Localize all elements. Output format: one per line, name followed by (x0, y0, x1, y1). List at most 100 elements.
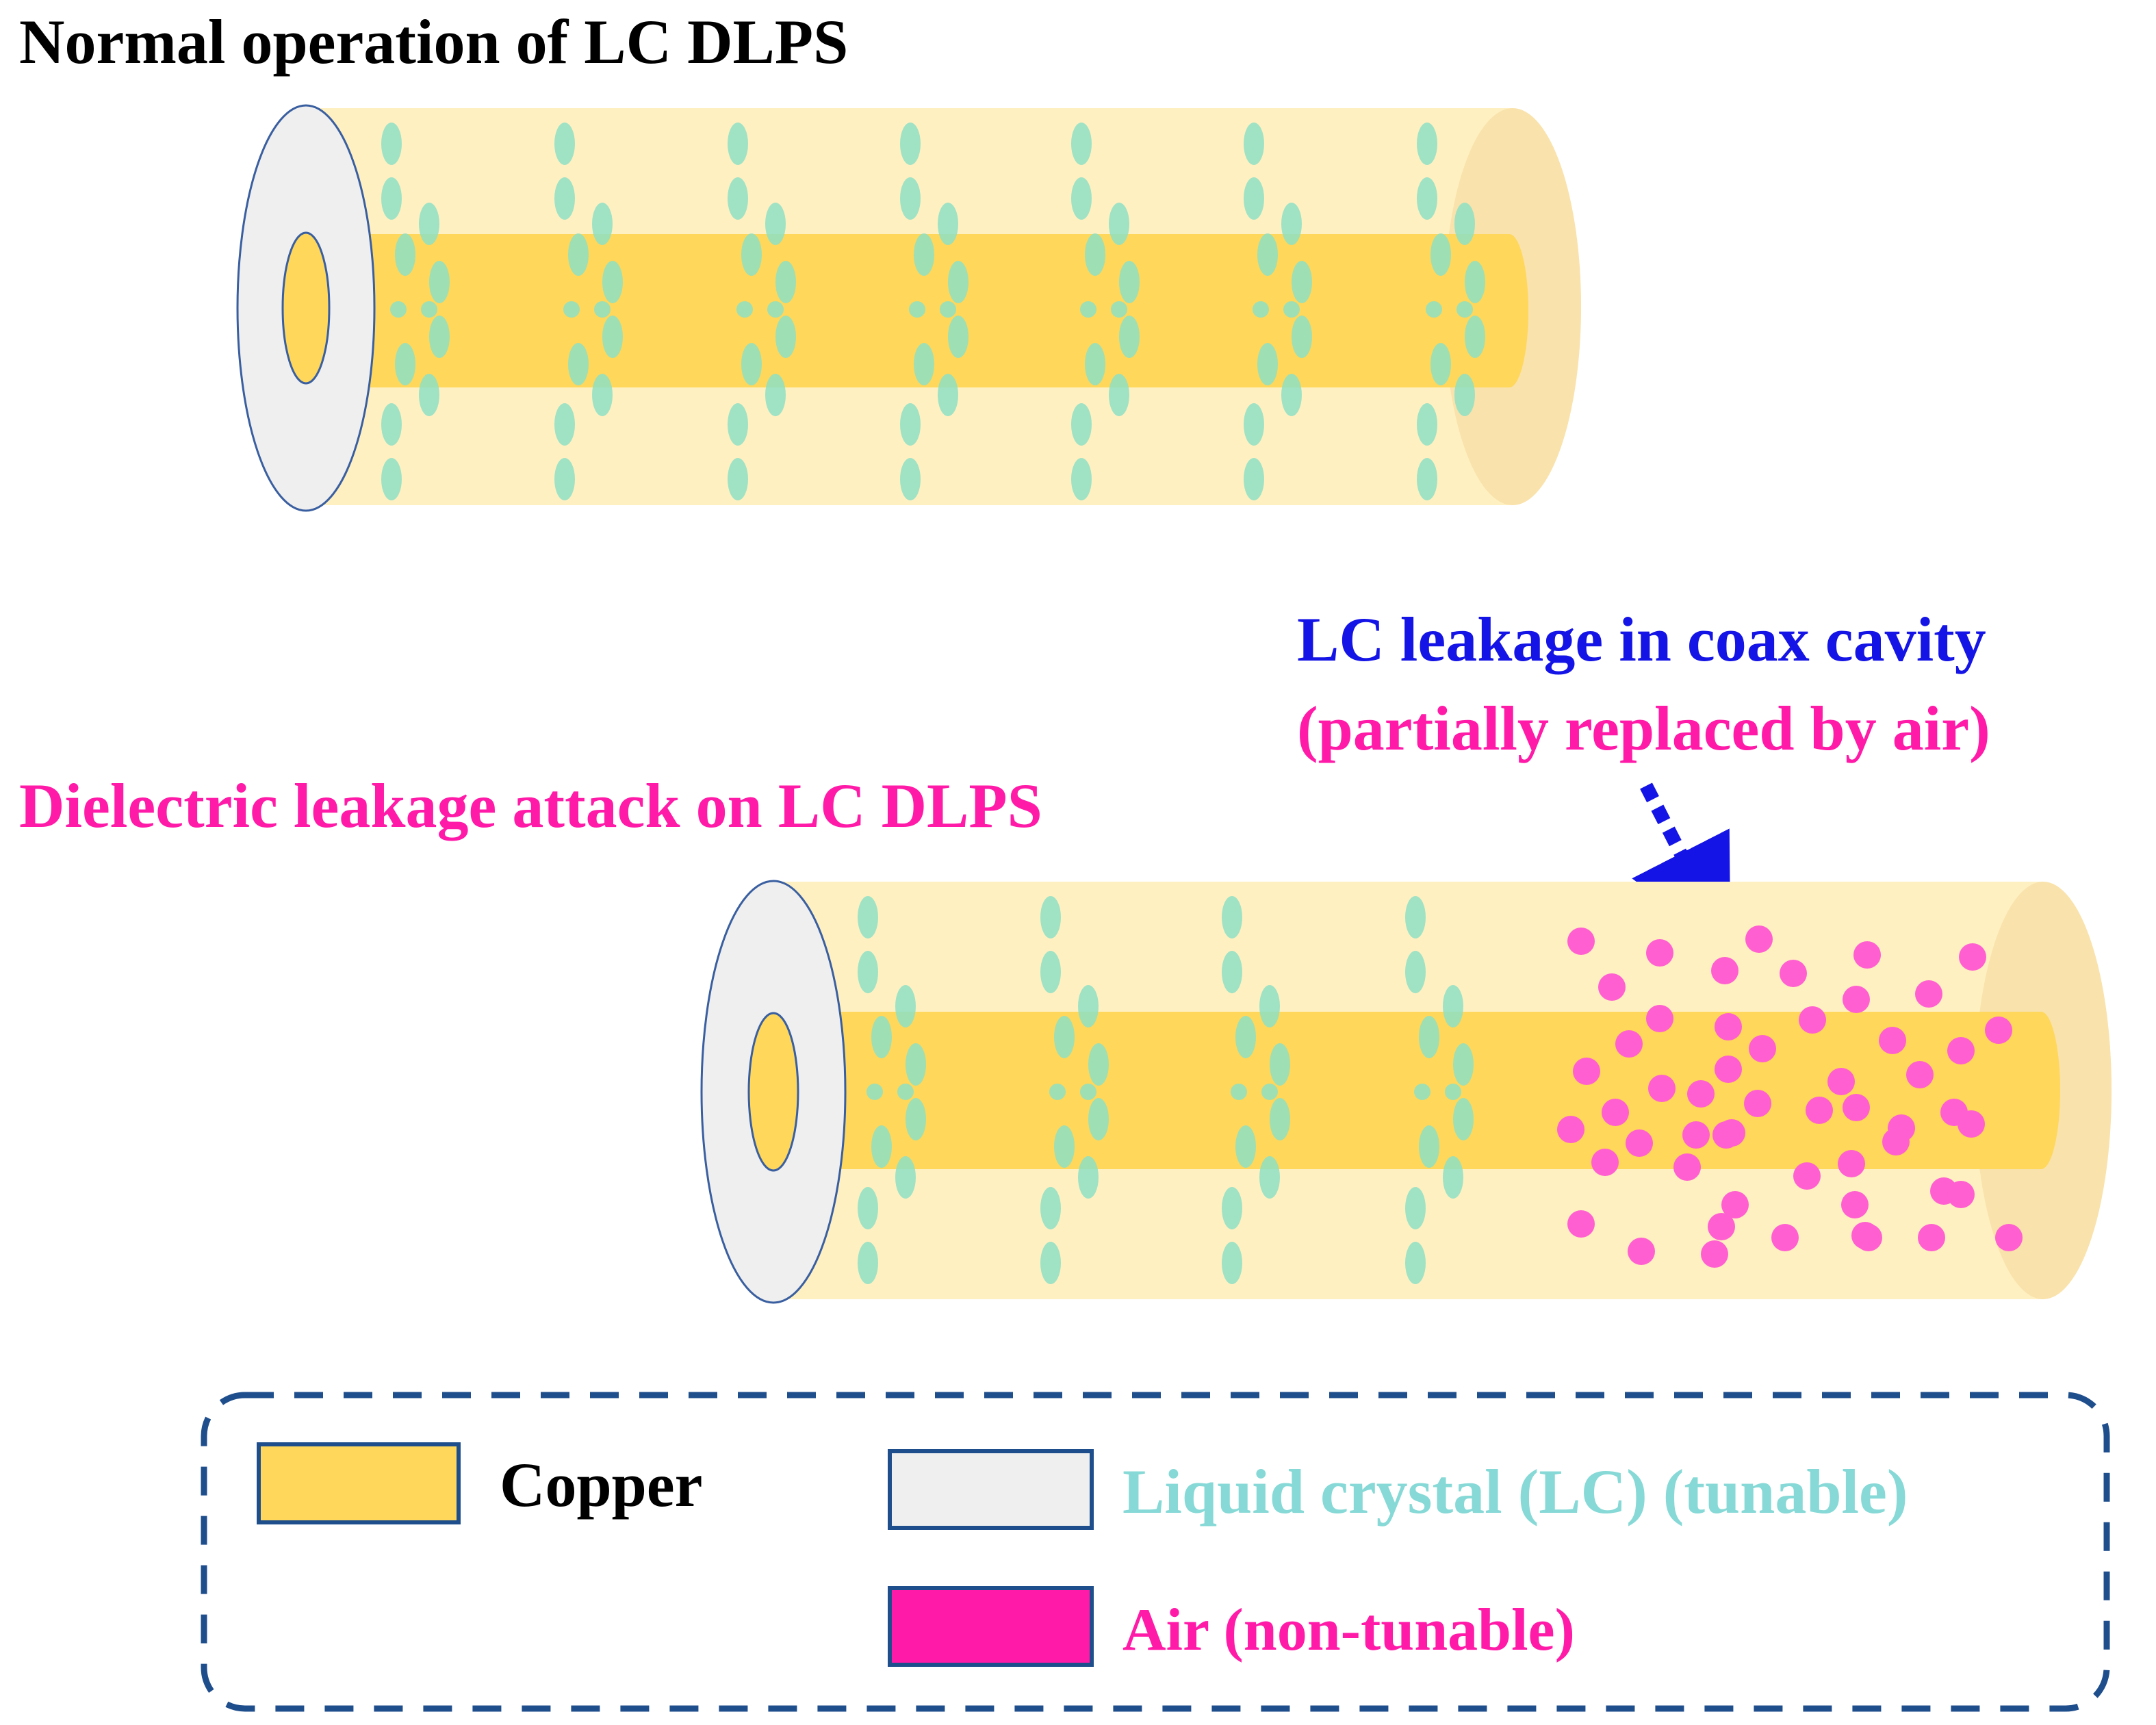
lc-molecule (1261, 1084, 1278, 1100)
air-bubble (1843, 986, 1870, 1013)
lc-molecule (594, 301, 611, 318)
lc-molecule (429, 261, 450, 303)
air-bubble (1985, 1017, 2012, 1044)
air-bubble (1626, 1129, 1653, 1157)
lc-molecule (1109, 203, 1129, 245)
lc-molecule (914, 233, 934, 276)
air-bubble (1915, 980, 1942, 1008)
lc-molecule (900, 177, 921, 220)
lc-molecule (1259, 1156, 1280, 1199)
lc-molecule (554, 123, 575, 165)
lc-molecule (728, 177, 748, 220)
lc-molecule (765, 374, 786, 416)
lc-molecule (938, 374, 958, 416)
lc-molecule (1088, 1043, 1109, 1086)
lc-molecule (1257, 343, 1278, 385)
lc-molecule (741, 233, 762, 276)
air-bubble (1744, 1090, 1771, 1117)
lc-molecule (871, 1016, 892, 1058)
lc-molecule (1109, 374, 1129, 416)
lc-molecule (728, 458, 748, 500)
air-bubble (1615, 1030, 1643, 1058)
lc-molecule (602, 316, 623, 358)
attacked-coax-cable (700, 880, 2112, 1304)
air-bubble (1827, 1068, 1855, 1095)
air-bubble (1959, 943, 1986, 971)
lc-molecule (419, 203, 439, 245)
lc-molecule (1454, 203, 1475, 245)
air-bubble (1602, 1099, 1629, 1126)
lc-molecule (1085, 233, 1105, 276)
lc-molecule (592, 203, 613, 245)
legend-copper-label: Copper (500, 1450, 702, 1520)
lc-molecule (1071, 458, 1092, 500)
lc-molecule (592, 374, 613, 416)
lc-molecule (1417, 403, 1437, 446)
air-bubble (1687, 1080, 1715, 1108)
lc-molecule (429, 316, 450, 358)
lc-molecule (1259, 985, 1280, 1027)
leakage-annotation-line2: (partially replaced by air) (1297, 693, 1990, 763)
lc-molecule (900, 403, 921, 446)
lc-molecule (1456, 301, 1473, 318)
lc-molecule (1253, 301, 1269, 318)
lc-molecule (914, 343, 934, 385)
air-bubble (1947, 1037, 1975, 1064)
air-bubble (1838, 1150, 1865, 1177)
legend-border (201, 1392, 2110, 1712)
attack-title: Dielectric leakage attack on LC DLPS (19, 771, 1042, 841)
legend: Copper Liquid crystal (LC) (tunable) Air… (201, 1392, 2110, 1712)
lc-molecule (1453, 1098, 1474, 1140)
air-bubble (1995, 1224, 2023, 1251)
lc-molecule (395, 343, 415, 385)
lc-molecule (1281, 374, 1302, 416)
lc-molecule (1080, 1084, 1096, 1100)
lc-molecule (1244, 458, 1264, 500)
lc-molecule (1430, 233, 1451, 276)
lc-molecule (948, 316, 968, 358)
air-bubble (1708, 1213, 1735, 1240)
air-bubble (1843, 1094, 1870, 1121)
lc-molecule (1244, 403, 1264, 446)
lc-molecule (1454, 374, 1475, 416)
air-bubble (1701, 1240, 1728, 1268)
lc-molecule (900, 123, 921, 165)
lc-molecule (1040, 951, 1061, 993)
normal-coax-cable (236, 104, 1581, 512)
air-bubble (1888, 1114, 1915, 1142)
lc-molecule (1414, 1084, 1430, 1100)
air-bubble (1646, 1005, 1673, 1032)
legend-copper-swatch (257, 1442, 461, 1524)
lc-molecule (1244, 177, 1264, 220)
air-bubble (1918, 1224, 1945, 1251)
cable1-near-end-copper-core (281, 231, 331, 385)
lc-molecule (1071, 177, 1092, 220)
lc-molecule (1417, 177, 1437, 220)
air-bubble (1745, 925, 1773, 953)
lc-molecule (1054, 1016, 1075, 1058)
lc-molecule (1119, 261, 1140, 303)
air-bubble (1721, 1191, 1749, 1218)
lc-molecule (1453, 1043, 1474, 1086)
lc-molecule (1080, 301, 1096, 318)
air-bubble (1851, 1222, 1879, 1249)
legend-air-swatch (888, 1586, 1094, 1667)
lc-molecule (728, 403, 748, 446)
lc-molecule (1222, 1187, 1242, 1229)
lc-molecule (728, 123, 748, 165)
lc-molecule (1443, 985, 1463, 1027)
legend-lc-label: Liquid crystal (LC) (tunable) (1122, 1457, 1908, 1526)
lc-molecule (1292, 261, 1312, 303)
lc-molecule (1419, 1016, 1439, 1058)
air-bubble (1771, 1224, 1799, 1251)
air-bubble (1648, 1075, 1676, 1102)
lc-molecule (1405, 951, 1426, 993)
lc-molecule (1283, 301, 1300, 318)
air-bubble (1879, 1027, 1906, 1054)
lc-molecule (1078, 985, 1099, 1027)
air-bubble (1749, 1035, 1776, 1062)
lc-molecule (940, 301, 956, 318)
lc-molecule (906, 1098, 926, 1140)
normal-operation-title: Normal operation of LC DLPS (19, 7, 848, 77)
lc-molecule (1426, 301, 1442, 318)
